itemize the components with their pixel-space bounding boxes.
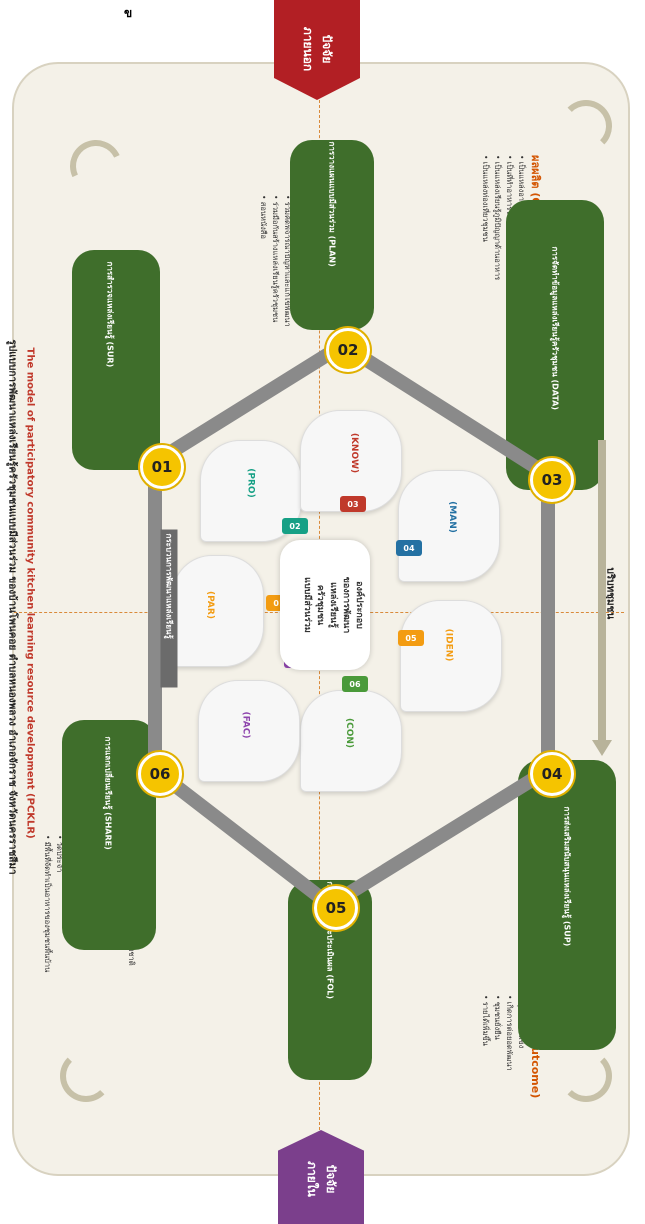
center-line4: ครัวชุมชน	[315, 584, 325, 626]
petal-con	[300, 690, 402, 792]
context-arrow	[598, 440, 606, 740]
petal-know	[300, 410, 402, 512]
step-badge-01: 01	[140, 445, 184, 489]
center-hub	[280, 540, 370, 670]
center-text: องค์ประกอบ ของการพัฒนา แหล่งเรียนรู้ ครั…	[285, 542, 365, 668]
process-development-label: กระบวนการพัฒนาแหล่งเรียนรู้	[160, 529, 178, 688]
step-badge-03: 03	[530, 458, 574, 502]
step-badge-04: 04	[530, 752, 574, 796]
petal-tag-02: 02	[282, 518, 308, 534]
petal-tag-03: 03	[340, 496, 366, 512]
petal-tag-06: 06	[342, 676, 368, 692]
center-line5: แบบมีส่วนร่วม	[302, 577, 312, 633]
cycle-arrow-icon	[560, 100, 612, 152]
petal-code-pro: (PRO)	[245, 468, 256, 498]
center-line1: องค์ประกอบ	[354, 581, 364, 629]
petal-code-man: (MAN)	[446, 501, 457, 533]
petal-tag-05: 05	[398, 630, 424, 646]
cycle-arrow-icon	[560, 1050, 612, 1102]
step-card-data	[506, 200, 604, 490]
petal-fac	[198, 680, 300, 782]
petal-code-know: (KNOW)	[349, 432, 360, 474]
center-line3: แหล่งเรียนรู้	[328, 582, 338, 628]
external-factor-banner: ปัจจัย ภายนอก	[274, 0, 360, 100]
step-card-plan	[290, 140, 374, 330]
petal-code-con: (CON)	[344, 717, 355, 749]
cycle-arrow-icon	[60, 1050, 112, 1102]
step-badge-05: 05	[314, 886, 358, 930]
petal-tag-04: 04	[396, 540, 422, 556]
top-char: ข	[124, 6, 133, 20]
petal-code-par: (PAR)	[204, 591, 215, 619]
internal-factor-banner: ปัจจัย ภายใน	[278, 1130, 364, 1224]
step-card-sur	[72, 250, 160, 470]
context-arrow-head-icon	[592, 740, 612, 756]
center-line2: ของการพัฒนา	[341, 576, 351, 634]
petal-code-iden: (IDEN)	[443, 628, 454, 662]
petal-code-fac: (FAC)	[240, 711, 251, 739]
step-card-share	[62, 720, 156, 950]
petal-iden	[400, 600, 502, 712]
step-card-sup	[518, 760, 616, 1050]
step-badge-06: 06	[138, 752, 182, 796]
petal-man	[398, 470, 500, 582]
petal-par	[172, 555, 264, 667]
step-badge-02: 02	[326, 328, 370, 372]
